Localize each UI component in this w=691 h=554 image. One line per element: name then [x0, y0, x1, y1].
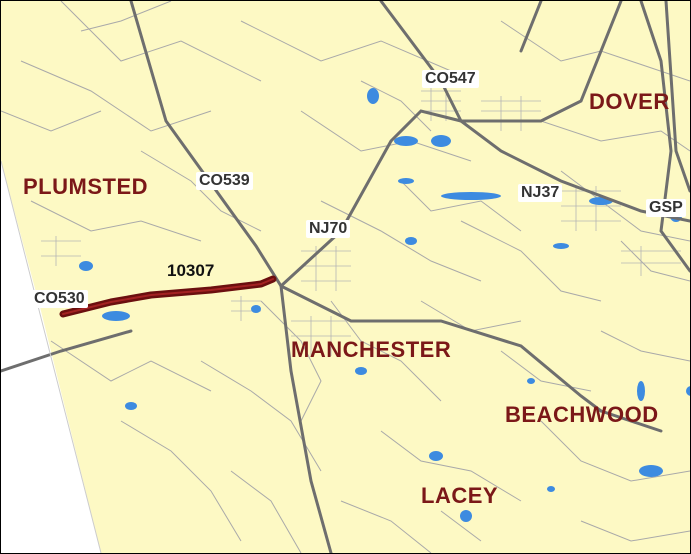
town-label-lacey: LACEY: [421, 483, 499, 508]
route-label-co547: CO547: [422, 70, 479, 88]
town-label-beachwood: BEACHWOOD: [505, 402, 659, 427]
town-label-plumsted: PLUMSTED: [23, 174, 148, 199]
town-label-dover: DOVER: [589, 89, 670, 114]
development-grids: [41, 86, 681, 356]
route-label-co539: CO539: [196, 172, 253, 190]
route-label-co530: CO530: [31, 290, 88, 308]
route-label-gsp: GSP: [646, 199, 686, 217]
route-label-nj37: NJ37: [518, 184, 563, 202]
route-label-nj70: NJ70: [306, 220, 351, 238]
map-extent-edge: [1, 160, 102, 553]
town-label-manchester: MANCHESTER: [291, 337, 452, 362]
segment-label-10307: 10307: [167, 261, 215, 280]
segment-10307-inner: [62, 278, 274, 315]
